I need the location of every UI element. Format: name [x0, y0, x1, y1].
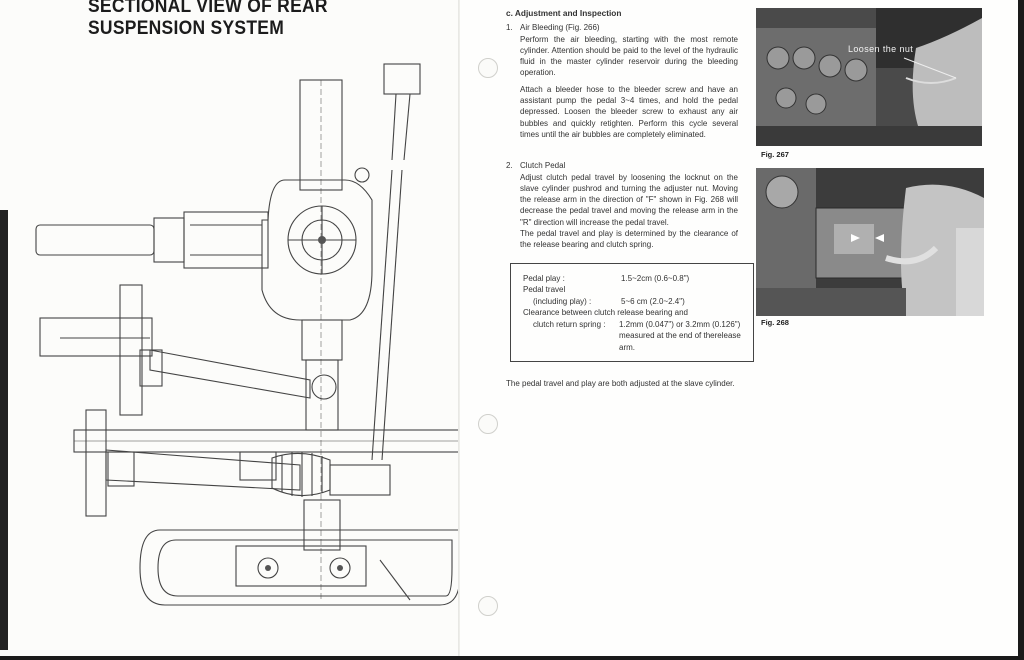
binder-hole — [478, 414, 498, 434]
instructions-column: c. Adjustment and Inspection 1. Air Blee… — [506, 8, 754, 389]
closing-paragraph: The pedal travel and play are both adjus… — [506, 379, 735, 389]
clutch-photo-illustration — [756, 168, 984, 316]
binder-hole — [478, 58, 498, 78]
page-edge-shadow — [0, 656, 1024, 660]
paragraph: Attach a bleeder hose to the bleeder scr… — [520, 84, 738, 139]
item-title: Clutch Pedal — [520, 161, 566, 171]
item-number: 1. — [506, 23, 513, 33]
section-heading: c. Adjustment and Inspection — [506, 8, 622, 18]
rear-suspension-sectional-diagram — [35, 63, 460, 606]
engine-photo-illustration — [756, 8, 982, 146]
clutch-pedal-item: 2. Clutch Pedal Adjust clutch pedal trav… — [506, 160, 738, 250]
clutch-adjust-photo — [756, 168, 984, 316]
item-title: Air Bleeding (Fig. 266) — [520, 23, 600, 33]
figure-caption: Fig. 267 — [761, 150, 789, 159]
photo-annotation-label: Loosen the nut — [848, 44, 914, 54]
paragraph: Perform the air bleeding, starting with … — [520, 34, 738, 78]
page-edge-shadow — [1018, 0, 1024, 660]
spec-label: (including play) : — [533, 296, 592, 306]
spec-label: Pedal travel — [523, 285, 566, 295]
spec-value: 1.2mm (0.047") or 3.2mm (0.126") measure… — [619, 319, 741, 352]
left-page: SECTIONAL VIEW OF REAR SUSPENSION SYSTEM — [0, 0, 460, 660]
spec-label: clutch return spring : — [533, 319, 606, 329]
paragraph: The pedal travel and play is determined … — [520, 229, 738, 250]
engine-bleeder-photo: Loosen the nut — [756, 8, 982, 146]
spec-value: 1.5~2cm (0.6~0.8") — [621, 273, 690, 283]
spec-value: 5~6 cm (2.0~2.4") — [621, 296, 685, 306]
air-bleeding-item: 1. Air Bleeding (Fig. 266) Perform the a… — [506, 22, 738, 140]
spec-label: Clearance between clutch release bearing… — [523, 308, 688, 318]
binder-hole — [478, 596, 498, 616]
page-title: SECTIONAL VIEW OF REAR SUSPENSION SYSTEM — [88, 0, 328, 39]
page-edge-shadow — [0, 210, 8, 650]
paragraph: Adjust clutch pedal travel by loosening … — [520, 172, 738, 227]
spec-label: Pedal play : — [523, 273, 565, 283]
item-number: 2. — [506, 161, 513, 171]
figure-caption: Fig. 268 — [761, 318, 789, 327]
specification-box: Pedal play : 1.5~2cm (0.6~0.8") Pedal tr… — [510, 262, 754, 363]
